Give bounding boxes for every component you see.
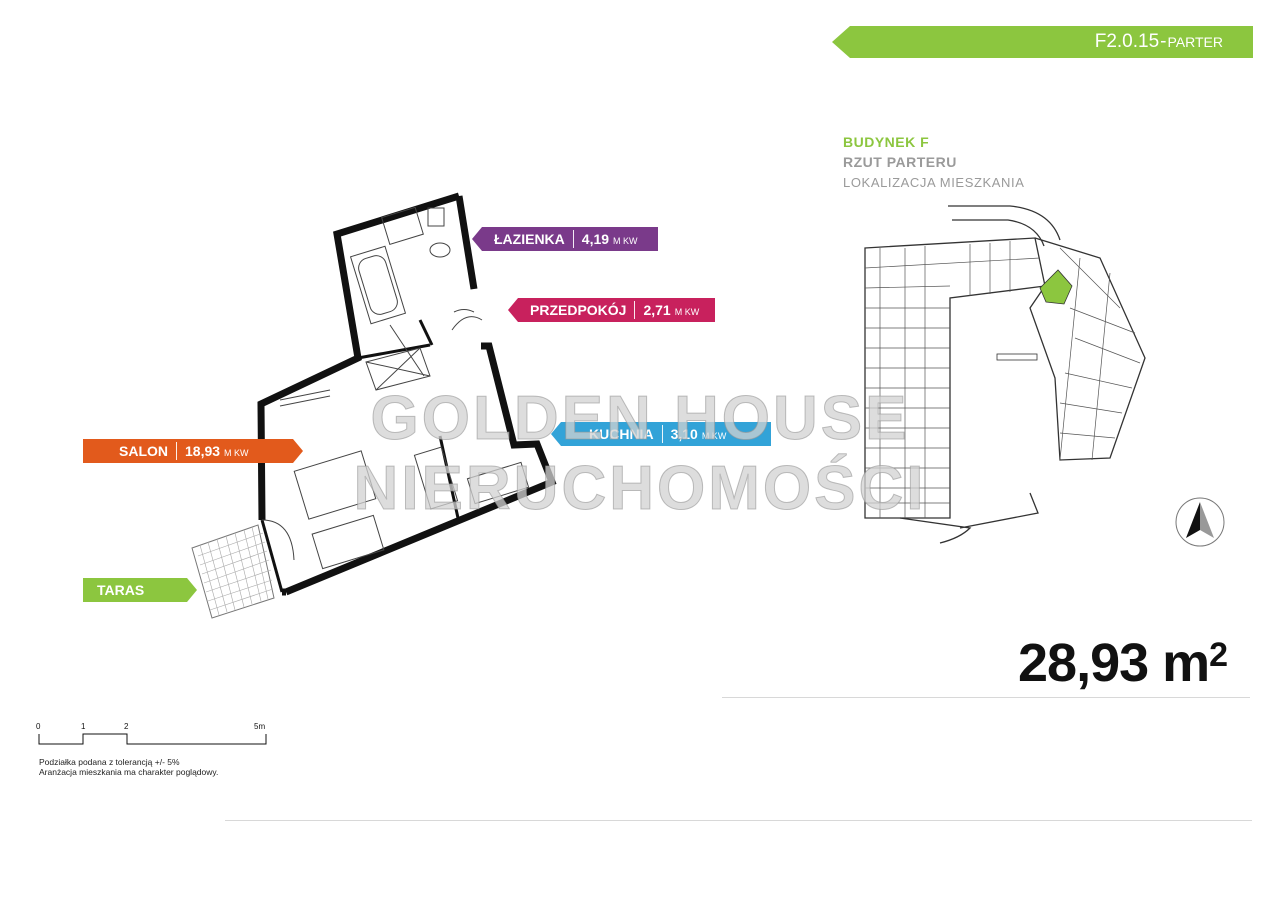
banner-arrow-shape bbox=[832, 26, 1253, 58]
partition-walls bbox=[260, 319, 460, 593]
room-area-unit: M KW bbox=[224, 448, 249, 458]
fixtures bbox=[261, 206, 530, 570]
note-line: Podziałka podana z tolerancją +/- 5% bbox=[39, 757, 180, 767]
scale-tick-label: 0 bbox=[36, 722, 41, 731]
label-divider bbox=[572, 230, 574, 248]
plan-notes: Podziałka podana z tolerancją +/- 5% Ara… bbox=[39, 757, 218, 777]
total-area-unit: m bbox=[1162, 633, 1210, 693]
building-location-label: LOKALIZACJA MIESZKANIA bbox=[843, 175, 1025, 190]
room-area-value: 2,71 bbox=[643, 302, 671, 318]
floor-level: PARTER bbox=[1167, 34, 1224, 50]
banner-text: F2.0.15-PARTER bbox=[1095, 31, 1223, 53]
room-area-value: 3,10 bbox=[670, 426, 698, 442]
total-area: 28,93 m2 bbox=[1018, 632, 1228, 694]
room-area-value: 18,93 bbox=[185, 443, 221, 459]
note-line: Aranżacja mieszkania ma charakter pogląd… bbox=[39, 767, 219, 777]
banner-separator: - bbox=[1160, 31, 1167, 52]
apartment-code: F2.0.15 bbox=[1094, 31, 1160, 52]
divider-line bbox=[225, 820, 1252, 821]
building-title: BUDYNEK F bbox=[843, 134, 930, 150]
divider-line bbox=[722, 697, 1250, 698]
terrace-grid bbox=[191, 524, 275, 619]
room-area-value: 4,19 bbox=[581, 231, 610, 247]
room-name: TARAS bbox=[97, 582, 145, 598]
total-area-superscript: 2 bbox=[1209, 636, 1228, 674]
apartment-floor-plan bbox=[191, 192, 557, 619]
room-label-taras: TARAS bbox=[83, 578, 197, 602]
room-area-unit: M KW bbox=[674, 307, 700, 317]
room-name: ŁAZIENKA bbox=[494, 231, 565, 247]
apartment-code-banner: F2.0.15-PARTER bbox=[832, 26, 1253, 58]
apartment-location-highlight bbox=[1039, 269, 1073, 305]
scale-bar-graphic bbox=[38, 733, 267, 745]
room-name: PRZEDPOKÓJ bbox=[530, 302, 627, 318]
total-area-value: 28,93 bbox=[1018, 633, 1149, 693]
room-name: KUCHNIA bbox=[589, 426, 654, 442]
label-divider bbox=[661, 425, 663, 443]
room-area-unit: M KW bbox=[613, 236, 638, 246]
room-name: SALON bbox=[119, 443, 168, 459]
building-subtitle: RZUT PARTERU bbox=[843, 154, 957, 170]
scale-tick-label: 1 bbox=[81, 722, 86, 731]
walls bbox=[257, 192, 557, 596]
scale-tick-label: 5m bbox=[254, 722, 266, 731]
north-compass-icon bbox=[1175, 497, 1225, 547]
scale-tick-label: 2 bbox=[124, 722, 129, 731]
site-plan-unit-grid bbox=[864, 241, 1141, 518]
label-divider bbox=[176, 442, 177, 460]
building-site-plan bbox=[864, 205, 1146, 544]
label-divider bbox=[634, 301, 636, 319]
room-area-unit: M KW bbox=[701, 431, 727, 441]
